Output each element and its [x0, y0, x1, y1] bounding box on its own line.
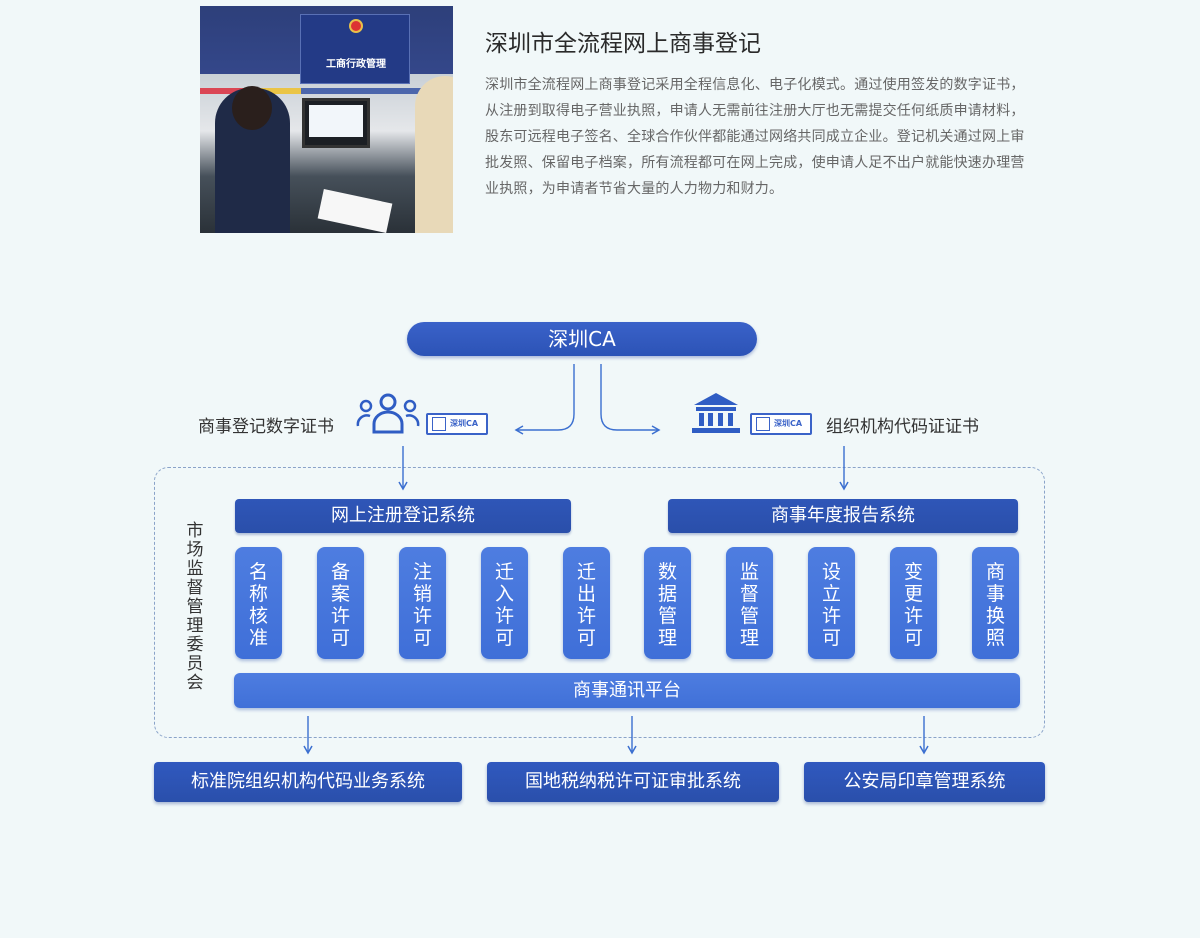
output-standards-institute-system: 标准院组织机构代码业务系统 [154, 762, 462, 802]
module-filing-permit: 备案许可 [317, 547, 364, 659]
right-cert-label: 组织机构代码证证书 [826, 417, 979, 437]
annual-report-system: 商事年度报告系统 [668, 499, 1018, 533]
office-photo: 工商行政管理 [200, 6, 453, 233]
output-police-seal-system: 公安局印章管理系统 [804, 762, 1045, 802]
bank-building-icon [692, 393, 740, 433]
committee-label: 市 场 监 督 管 理 委 员 会 [186, 521, 204, 693]
module-move-in-permit: 迁入许可 [481, 547, 528, 659]
badge-square-icon [432, 417, 446, 431]
module-name-approval: 名称核准 [235, 547, 282, 659]
badge-square-icon [756, 417, 770, 431]
committee-container [154, 467, 1045, 738]
applicant-figure [415, 76, 453, 233]
left-cert-label: 商事登记数字证书 [198, 417, 334, 437]
online-registration-system: 网上注册登记系统 [235, 499, 571, 533]
badge-text: 深圳CA [774, 419, 803, 428]
document-icon [317, 189, 393, 233]
module-supervision-management: 监督管理 [726, 547, 773, 659]
office-sign: 工商行政管理 [300, 14, 410, 84]
badge-text: 深圳CA [450, 419, 479, 428]
module-cancellation-permit: 注销许可 [399, 547, 446, 659]
commerce-communication-platform: 商事通讯平台 [234, 673, 1020, 708]
ca-cert-badge-left: 深圳CA [426, 413, 488, 435]
emblem-icon [349, 19, 363, 33]
module-license-renewal: 商事换照 [972, 547, 1019, 659]
module-data-management: 数据管理 [644, 547, 691, 659]
arrow-ca-to-right-cert [600, 364, 661, 435]
ca-cert-badge-right: 深圳CA [750, 413, 812, 435]
intro-title: 深圳市全流程网上商事登记 [485, 31, 761, 57]
module-change-permit: 变更许可 [890, 547, 937, 659]
arrow-ca-to-left-cert [514, 364, 575, 435]
people-group-icon [356, 393, 420, 434]
clerk-figure [215, 86, 290, 233]
module-move-out-permit: 迁出许可 [563, 547, 610, 659]
monitor-icon [302, 98, 370, 148]
shenzhen-ca-node: 深圳CA [407, 322, 757, 356]
module-establishment-permit: 设立许可 [808, 547, 855, 659]
office-sign-text: 工商行政管理 [326, 59, 386, 70]
output-tax-permit-system: 国地税纳税许可证审批系统 [487, 762, 779, 802]
intro-description: 深圳市全流程网上商事登记采用全程信息化、电子化模式。通过使用签发的数字证书，从注… [485, 77, 1025, 197]
